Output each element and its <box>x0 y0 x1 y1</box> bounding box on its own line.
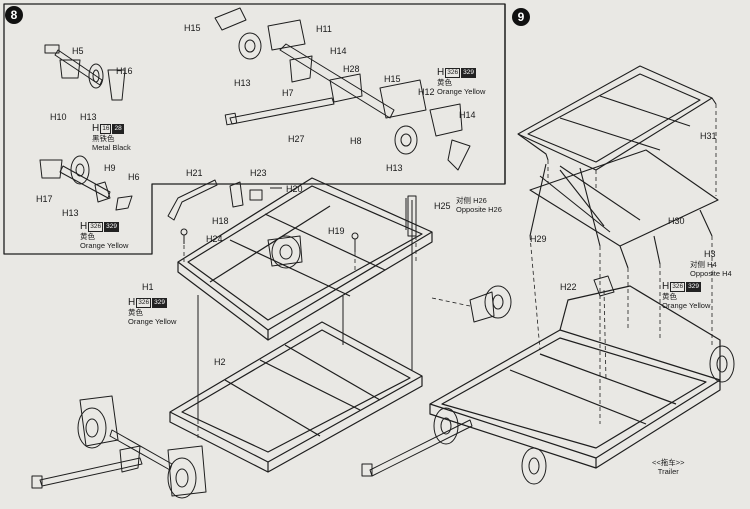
part-label-h21: H21 <box>186 168 203 178</box>
part-label-h24: H24 <box>206 234 223 244</box>
opposite-note-h4: 对侧 H4 Opposite H4 <box>690 260 732 278</box>
paint-code: 326 <box>670 282 686 292</box>
paint-code-2: 329 <box>461 68 476 78</box>
paint-code: 326 <box>88 222 104 232</box>
part-label-h20: H20 <box>286 184 303 194</box>
trailer-frame <box>429 285 721 469</box>
part-label-h25: H25 <box>434 201 451 211</box>
opposite-note-en: Opposite H4 <box>690 269 732 278</box>
paint-part-letter: H <box>92 123 100 134</box>
part-label-h3: H3 <box>704 249 716 259</box>
frame-uprights <box>197 198 417 420</box>
opposite-note-cn: 对侧 H26 <box>456 196 487 205</box>
step8-panel-border <box>3 3 506 255</box>
paint-code: 326 <box>445 68 461 78</box>
part-label-h7: H7 <box>282 88 294 98</box>
part-label-h11: H11 <box>316 24 332 34</box>
paint-code: 326 <box>136 298 152 308</box>
spare-wheel <box>267 235 303 269</box>
trailer-caption: <<拖车>> Trailer <box>652 458 685 476</box>
paint-name-en: Orange Yellow <box>80 241 129 250</box>
canopy-frame-h29-h30 <box>529 149 719 269</box>
step8-axle-assembly-top <box>44 44 126 101</box>
part-h22 <box>593 275 615 297</box>
paint-name-cn: 黄色 <box>437 78 452 87</box>
part-label-h14-b: H14 <box>459 110 476 120</box>
part-label-h12: H12 <box>418 87 435 97</box>
paint-code-2: 28 <box>112 124 124 134</box>
guide-lines-main <box>183 236 471 438</box>
paint-name-en: Metal Black <box>92 143 131 152</box>
opposite-note-h26: 对侧 H26 Opposite H26 <box>456 196 502 214</box>
paint-part-letter: H <box>128 297 136 308</box>
main-front-axle <box>31 395 207 499</box>
paint-name-cn: 黄色 <box>80 232 95 241</box>
paint-code-2: 329 <box>104 222 119 232</box>
paint-code-2: 329 <box>686 282 701 292</box>
paint-name-cn: 黄色 <box>662 292 677 301</box>
opposite-note-en: Opposite H26 <box>456 205 502 214</box>
paint-part-letter: H <box>662 281 670 292</box>
paint-part-letter: H <box>80 221 88 232</box>
part-label-h27: H27 <box>288 134 305 144</box>
part-label-h14-a: H14 <box>330 46 347 56</box>
canopy-frame-h31 <box>517 65 717 171</box>
paint-part-letter: H <box>437 67 445 78</box>
step9-number: 9 <box>512 8 530 26</box>
paint-code: 16 <box>100 124 112 134</box>
part-label-h30: H30 <box>668 216 685 226</box>
step8-axle-assembly-bottom <box>39 155 133 211</box>
trailer-caption-en: Trailer <box>657 467 679 476</box>
guide-lines-step9 <box>529 104 717 424</box>
part-label-h29: H29 <box>530 234 547 244</box>
part-label-h13-b: H13 <box>62 208 79 218</box>
part-label-h17: H17 <box>36 194 53 204</box>
trailer-caption-cn: <<拖车>> <box>652 458 685 467</box>
part-label-h28: H28 <box>343 64 360 74</box>
part-label-h10: H10 <box>50 112 67 122</box>
part-label-h1: H1 <box>142 282 154 292</box>
part-label-h18: H18 <box>212 216 229 226</box>
step8-number: 8 <box>5 6 23 24</box>
part-label-h8: H8 <box>350 136 362 146</box>
post-h25 <box>407 195 417 237</box>
part-label-h16: H16 <box>116 66 133 76</box>
part-label-h23: H23 <box>250 168 267 178</box>
part-label-h13-a: H13 <box>234 78 251 88</box>
opposite-note-cn: 对侧 H4 <box>690 260 717 269</box>
small-parts <box>167 179 359 252</box>
paint-name-en: Orange Yellow <box>128 317 177 326</box>
part-label-h2: H2 <box>214 357 226 367</box>
part-label-h15-a: H15 <box>184 23 201 33</box>
paint-code-2: 329 <box>152 298 167 308</box>
lower-frame-h2 <box>169 321 423 473</box>
paint-name-en: Orange Yellow <box>662 301 711 310</box>
part-label-h31: H31 <box>700 131 717 141</box>
paint-name-cn: 黄色 <box>128 308 143 317</box>
part-label-h13-b: H13 <box>386 163 403 173</box>
part-label-h22: H22 <box>560 282 577 292</box>
main-right-wheel <box>469 285 512 323</box>
upper-frame-h1 <box>177 177 433 341</box>
part-label-h13-a: H13 <box>80 112 97 122</box>
part-label-h9: H9 <box>104 163 116 173</box>
part-label-h19: H19 <box>328 226 345 236</box>
trailer-wheels <box>361 345 735 485</box>
paint-name-en: Orange Yellow <box>437 87 486 96</box>
paint-name-cn: 黑铁色 <box>92 134 115 143</box>
part-label-h6: H6 <box>128 172 140 182</box>
part-label-h15-b: H15 <box>384 74 401 84</box>
top-axle-assembly <box>214 7 471 171</box>
part-label-h5: H5 <box>72 46 84 56</box>
